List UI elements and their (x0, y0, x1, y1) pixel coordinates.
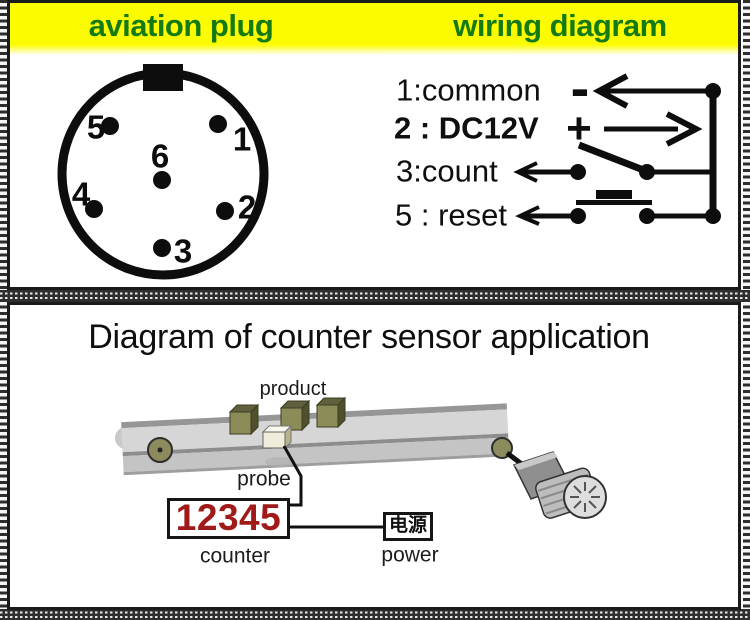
pin-4-dot (85, 200, 103, 218)
middle-seam-strip (0, 290, 750, 302)
counter-value: 12345 (175, 497, 282, 538)
probe-sensor (261, 424, 295, 467)
conveyor-illustration (114, 396, 607, 529)
right-perforation-strip (743, 0, 750, 620)
power-label: power (381, 543, 439, 567)
wiring-diagram-title: wiring diagram (453, 8, 667, 43)
pin-5-dot (101, 117, 119, 135)
application-title: Diagram of counter sensor application (88, 318, 650, 356)
wiring-lines (513, 73, 717, 226)
top-panel-graphics (57, 64, 721, 280)
plus-sign: + (566, 104, 592, 154)
minus-sign: - (570, 55, 590, 119)
reset-left-node (570, 208, 586, 224)
pin-6-dot (153, 171, 171, 189)
probe-wire (282, 445, 303, 507)
drive-motor (491, 437, 607, 519)
arrow-left-reset (515, 205, 540, 226)
yellow-header-band (10, 3, 738, 55)
pin-label-3: 3 (173, 232, 193, 270)
wiring-label-dc12v: 2 : DC12V (394, 110, 539, 146)
power-supply-box: 电源 (383, 512, 433, 541)
pin-label-1: 1 (232, 120, 252, 158)
wiring-label-reset: 5 : reset (395, 197, 507, 233)
product-box-2 (279, 399, 311, 432)
pin-1-dot (209, 115, 227, 133)
arrow-right-dc12v (665, 111, 703, 147)
wiring-label-common: 1:common (396, 72, 541, 108)
bottom-seam-strip (0, 609, 750, 620)
product-box-1 (228, 403, 260, 436)
wiring-label-count: 3:count (396, 153, 498, 189)
counter-label: counter (199, 544, 271, 568)
product-boxes (228, 396, 347, 436)
reset-right-node (639, 208, 655, 224)
pushbutton-cap (596, 190, 632, 199)
pin-label-6: 6 (150, 137, 170, 175)
product-box-3 (315, 396, 347, 429)
pin-2-dot (216, 202, 234, 220)
arrow-left-count (513, 161, 538, 183)
aviation-plug-title: aviation plug (88, 8, 274, 43)
left-perforation-strip (0, 0, 7, 620)
count-right-node (639, 164, 655, 180)
switch-lever (577, 141, 648, 175)
arrow-left-common (592, 73, 629, 109)
count-left-node (570, 164, 586, 180)
probe-shadow (265, 457, 295, 467)
pin-label-4: 4 (71, 175, 91, 213)
probe-label: probe (237, 467, 291, 491)
left-roller (147, 437, 173, 463)
motor-fan-cover (563, 475, 607, 519)
product-label: product (259, 378, 327, 400)
rail-bottom-node (705, 208, 721, 224)
top-panel: aviation plug wiring diagram (7, 0, 741, 290)
conveyor-belt (114, 403, 510, 476)
bottom-panel: Diagram of counter sensor application (7, 302, 741, 610)
aviation-plug-drawing (57, 64, 269, 280)
power-box-text: 电源 (388, 515, 427, 536)
pin-label-5: 5 (86, 108, 106, 146)
pin-label-2: 2 (237, 188, 257, 226)
plug-key-notch (143, 64, 183, 91)
wiring-nodes (570, 83, 721, 224)
rail-top-node (705, 83, 721, 99)
pin-3-dot (153, 239, 171, 257)
pushbutton-bar (576, 200, 652, 205)
counter-display: 12345 (167, 498, 290, 539)
